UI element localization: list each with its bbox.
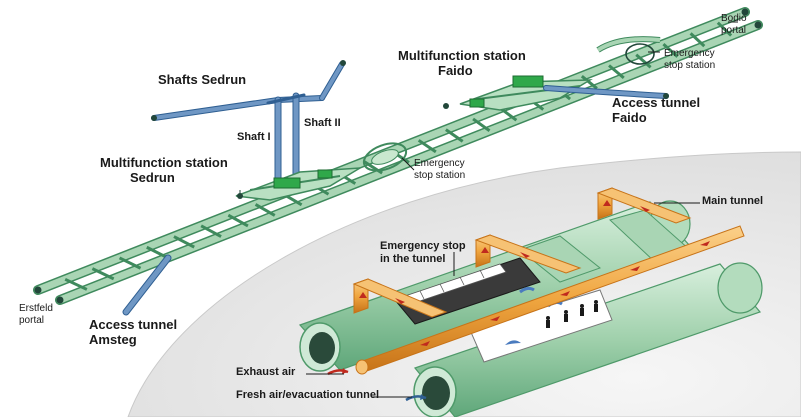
cross-passage [689, 32, 706, 48]
cross-passage [580, 74, 598, 90]
access-tunnel-amsteg-shape [122, 254, 172, 316]
portal-ends [34, 8, 762, 304]
label-mfs-faido: Multifunction station Faido [398, 48, 526, 78]
exhaust-duct [355, 225, 745, 375]
label-emergency-stop-top: Emergency stop station [664, 48, 716, 71]
label-bodio-portal: Bodio portal [721, 13, 747, 36]
label-shaft-1: Shaft I [237, 131, 271, 143]
cross-passage [254, 203, 276, 217]
cross-passage [64, 277, 88, 291]
cross-passage [173, 235, 195, 249]
fresh-air-arrow [405, 394, 427, 402]
cross-passage [635, 53, 652, 69]
label-emergency-stop-mid: Emergency stop station [414, 158, 466, 181]
exhaust-air-arrow [327, 368, 349, 376]
cross-passage [499, 107, 518, 122]
label-fresh-air-tunnel: Fresh air/evacuation tunnel [236, 389, 380, 401]
label-access-tunnel-faido: Access tunnel Faido [612, 95, 701, 125]
shafts-sedrun-structure [151, 61, 345, 186]
cross-passage [662, 42, 679, 58]
label-erstfeld-portal: Erstfeld portal [19, 303, 53, 326]
access-tunnel-faido-shape [543, 85, 669, 99]
label-mfs-sedrun: Multifunction station Sedrun [100, 155, 228, 185]
label-main-tunnel: Main tunnel [702, 195, 764, 207]
shaft-endpoints [151, 60, 346, 121]
cross-passage [118, 256, 142, 270]
cross-passage [146, 245, 169, 260]
cross-passage [200, 224, 222, 238]
cross-passage [716, 21, 733, 37]
emergency-stop-mid-shape [362, 142, 408, 172]
label-exhaust-air: Exhaust air [236, 366, 296, 378]
label-shaft-2: Shaft II [304, 117, 341, 129]
cross-passage [445, 128, 464, 143]
cross-passage [91, 267, 115, 281]
label-shafts-sedrun: Shafts Sedrun [158, 72, 247, 87]
label-access-tunnel-amsteg: Access tunnel Amsteg [89, 317, 178, 347]
cross-passage [472, 117, 491, 132]
label-emergency-stop-tunnel: Emergency stop in the tunnel [380, 240, 466, 265]
fresh-air-tube-section [413, 262, 763, 417]
cross-passage [608, 64, 625, 80]
leader-lines [306, 21, 738, 398]
cross-passage [227, 213, 249, 228]
emergency-stop-top-shape [596, 36, 661, 65]
cross-passage [417, 139, 437, 154]
mfs-sedrun-shape [235, 167, 361, 201]
vertical-ducts [352, 187, 692, 318]
